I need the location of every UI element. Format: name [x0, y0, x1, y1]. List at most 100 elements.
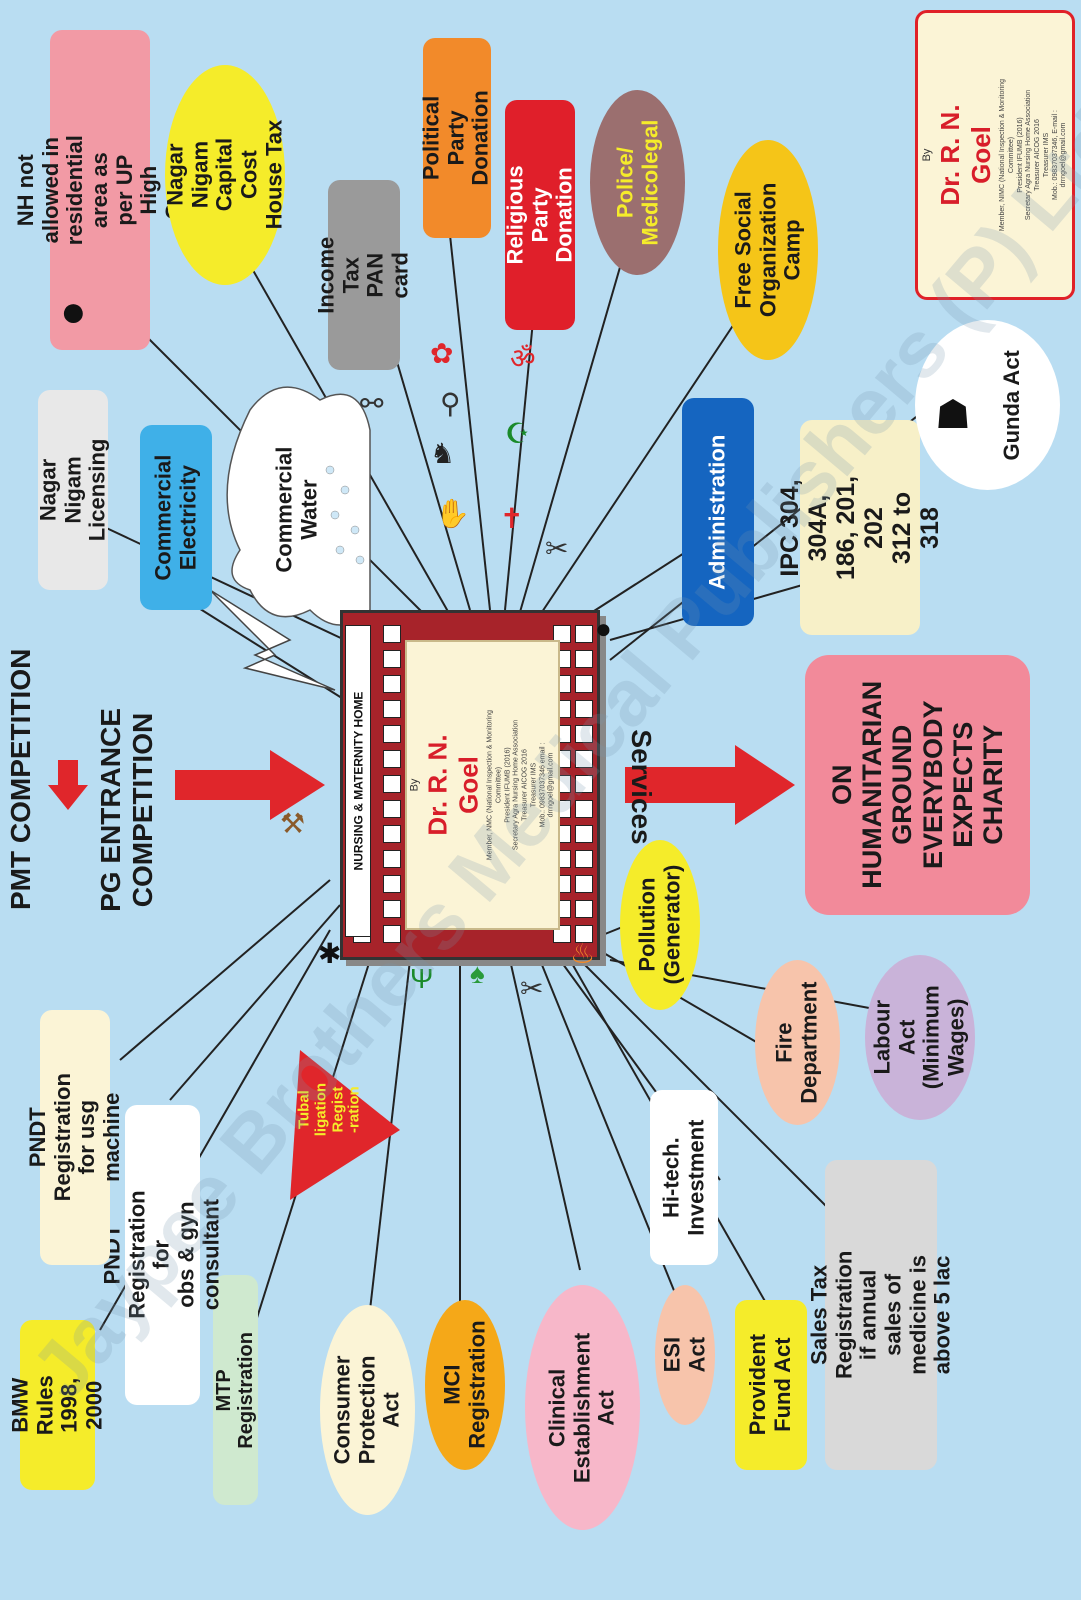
- node-labour-text: Labour Act (Minimum Wages): [869, 985, 969, 1090]
- building-window: [553, 625, 571, 643]
- nursing-home-label: NURSING & MATERNITY HOME: [345, 625, 371, 937]
- node-bmw-text: BMW Rules 1998, 2000: [7, 1375, 107, 1435]
- connector-sales: [579, 959, 831, 1211]
- node-fire: Fire Department: [755, 960, 840, 1125]
- building-window: [575, 625, 593, 643]
- node-hitech-text: Hi-tech. Investment: [658, 1119, 708, 1236]
- node-clinical: Clinical Establishment Act: [525, 1285, 640, 1530]
- node-hitech: Hi-tech. Investment: [650, 1090, 718, 1265]
- building-window: [383, 825, 401, 843]
- node-pollution: Pollution (Generator): [620, 840, 700, 1010]
- node-free-social: Free Social Organization Camp: [718, 140, 818, 360]
- building-window: [575, 725, 593, 743]
- sign-line4: Treasurer AICOG 2016: [521, 749, 529, 821]
- node-nagar-nigam-tax-text: Nagar Nigam Capital Cost House Tax: [162, 120, 286, 230]
- building-window: [383, 650, 401, 668]
- node-ipc-text: IPC 304, 304A, 186, 201, 202 312 to 318: [776, 475, 944, 580]
- crescent-icon: ☪: [505, 418, 531, 449]
- fork-icon: Ψ: [410, 963, 434, 994]
- building-window: [383, 800, 401, 818]
- doctor-sign: By Dr. R. N. Goel Member, NMC (National …: [405, 640, 560, 930]
- sign-line5: Treasurer IMS: [530, 762, 538, 808]
- node-consumer-text: Consumer Protection Act: [329, 1355, 404, 1465]
- sign-name: Dr. R. N. Goel: [422, 734, 484, 836]
- building-window: [575, 900, 593, 918]
- building-window: [575, 850, 593, 868]
- handcuffs-icon: ⚯: [360, 388, 384, 419]
- spider-icon: ✱: [318, 938, 342, 969]
- doctor-silhouette-icon: ●: [60, 287, 87, 336]
- water-cloud: [226, 386, 371, 626]
- connector-clinical: [509, 959, 581, 1271]
- building-window: [575, 775, 593, 793]
- node-nagar-nigam-licensing: Nagar Nigam Licensing: [35, 390, 110, 590]
- node-nagar-nigam-licensing-text: Nagar Nigam Licensing: [35, 438, 110, 542]
- building-window: [383, 700, 401, 718]
- card-line5: Treasurer IMS: [1042, 132, 1050, 178]
- scissors-icon-2: ✂: [520, 973, 544, 1004]
- connector-esi: [539, 959, 691, 1331]
- sign-line1: Member, NMC (National Inspection & Monit…: [486, 709, 503, 861]
- node-nagar-nigam-tax: Nagar Nigam Capital Cost House Tax: [162, 65, 286, 285]
- card-line2: President IFUMB (2016): [1016, 117, 1024, 193]
- node-gunda-act: Gunda Act: [915, 320, 1060, 490]
- pg-entrance-heading: PG ENTRANCE COMPETITION: [95, 708, 158, 912]
- node-gunda-act-text: Gunda Act: [999, 349, 1025, 461]
- services-label: Services: [626, 729, 657, 845]
- building-window: [575, 800, 593, 818]
- node-police-text: Police/ Medicolegal: [611, 119, 662, 246]
- connector-religious: [504, 299, 536, 611]
- building-window: [383, 775, 401, 793]
- sign-line3: Secretary Agra Nursing Home Association: [512, 719, 520, 851]
- building-window: [575, 925, 593, 943]
- om-icon: ॐ: [510, 343, 536, 374]
- card-line1: Member, NIMC (National Inspection & Moni…: [999, 78, 1015, 232]
- node-free-social-text: Free Social Organization Camp: [730, 182, 805, 318]
- node-mci: MCI Registration: [425, 1300, 505, 1470]
- node-esi: ESI Act: [655, 1285, 715, 1425]
- sign-line2: President IFUMB (2016): [504, 747, 511, 823]
- connector-pndt-usg: [119, 879, 331, 1061]
- node-political-party-text: Political Party Donation: [419, 90, 494, 186]
- node-labour: Labour Act (Minimum Wages): [865, 955, 975, 1120]
- node-religious-party: Religious Party Donation: [502, 100, 576, 330]
- node-pndt-obs-text: PNDT Registration for obs & gyn consulta…: [99, 1190, 224, 1320]
- node-nh-not-allowed: NH not allowed in residential area as pe…: [13, 30, 186, 350]
- elephant-icon: ♞: [430, 438, 456, 469]
- node-tubal: Tubal ligation Regist -ration: [290, 1040, 370, 1180]
- node-police: Police/ Medicolegal: [590, 90, 685, 275]
- pg-to-home-arrow: [175, 750, 325, 825]
- node-mtp-text: MTP Registration: [213, 1331, 258, 1449]
- hand-icon: ✋: [435, 498, 470, 529]
- node-nh-not-allowed-text: NH not allowed in residential area as pe…: [12, 134, 186, 246]
- building-window: [383, 900, 401, 918]
- node-provident: Provident Fund Act: [735, 1300, 807, 1470]
- pmt-to-pg-arrow: [48, 760, 88, 815]
- node-income-tax-text: Income Tax PAN card: [313, 236, 413, 314]
- scissors-icon: ✂: [545, 533, 569, 564]
- hammer-icon: ⚒: [280, 808, 306, 839]
- bicycle-icon: ⚲: [440, 388, 461, 419]
- building-window: [575, 700, 593, 718]
- building-window: [575, 650, 593, 668]
- node-commercial-water: Commercial Water: [262, 415, 332, 605]
- node-commercial-water-text: Commercial Water: [271, 447, 322, 573]
- node-mci-text: MCI Registration: [439, 1320, 490, 1450]
- cross-icon: ✝: [500, 503, 524, 534]
- node-commercial-electricity-text: Commercial Electricity: [150, 454, 201, 581]
- pmt-competition-heading: PMT COMPETITION: [5, 648, 36, 910]
- node-commercial-electricity: Commercial Electricity: [140, 425, 212, 610]
- node-administration: Administration: [682, 398, 754, 626]
- building-window: [575, 750, 593, 768]
- connector-political: [449, 234, 491, 611]
- node-consumer: Consumer Protection Act: [320, 1305, 415, 1515]
- building-window: [575, 675, 593, 693]
- node-tubal-text: Tubal ligation Regist -ration: [295, 1083, 363, 1137]
- connector-free-social: [539, 299, 751, 616]
- card-by: By: [921, 148, 933, 162]
- node-clinical-text: Clinical Establishment Act: [544, 1332, 619, 1483]
- building-window: [383, 850, 401, 868]
- building-window: [383, 625, 401, 643]
- card-line4: Treasurer AICOG 2016: [1034, 119, 1041, 191]
- tubal-triangle: [290, 1050, 400, 1200]
